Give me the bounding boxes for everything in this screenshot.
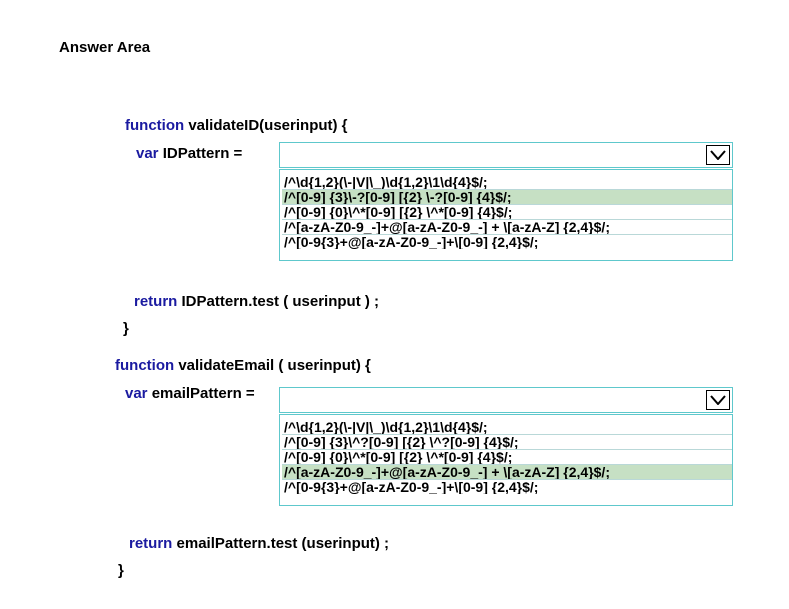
dropdown-option-selected[interactable]: /^[a-zA-Z0-9_-]+@[a-zA-Z0-9_-] + \[a-zA-…: [282, 465, 732, 480]
function-signature: validateID(userinput) {: [184, 117, 348, 134]
dropdown-option[interactable]: /^[0-9{3}+@[a-zA-Z0-9_-]+\[0-9] {2,4}$/;: [284, 480, 539, 494]
answer-area-heading: Answer Area: [59, 39, 151, 56]
return-statement: return IDPattern.test ( userinput ) ;: [134, 293, 379, 310]
id-pattern-options: /^\d{1,2}(\-|V|\_)\d{1,2}\1\d{4}$/; /^[0…: [279, 169, 733, 261]
dropdown-option[interactable]: /^[0-9] {0}\^*[0-9] [{2} \^*[0-9] {4}$/;: [282, 205, 732, 220]
function-signature: validateEmail ( userinput) {: [174, 357, 371, 374]
dropdown-button[interactable]: [706, 145, 730, 165]
return-expression: emailPattern.test (userinput) ;: [172, 535, 390, 552]
closing-brace: }: [118, 562, 124, 579]
return-keyword: return: [129, 535, 173, 552]
dropdown-option[interactable]: /^\d{1,2}(\-|V|\_)\d{1,2}\1\d{4}$/;: [282, 175, 732, 190]
chevron-down-icon: [710, 395, 726, 405]
dropdown-option-selected[interactable]: /^[0-9] {3}\-?[0-9] [{2} \-?[0-9] {4}$/;: [282, 190, 732, 205]
dropdown-option[interactable]: /^[a-zA-Z0-9_-]+@[a-zA-Z0-9_-] + \[a-zA-…: [282, 220, 732, 235]
function-declaration: function validateID(userinput) {: [125, 117, 348, 134]
chevron-down-icon: [710, 150, 726, 160]
var-declaration: var emailPattern =: [125, 385, 255, 402]
var-name: emailPattern =: [147, 385, 255, 402]
dropdown-option[interactable]: /^[0-9] {3}\^?[0-9] [{2} \^?[0-9] {4}$/;: [282, 435, 732, 450]
email-pattern-dropdown[interactable]: [279, 387, 733, 413]
var-name: IDPattern =: [158, 145, 243, 162]
id-pattern-dropdown[interactable]: [279, 142, 733, 168]
dropdown-option[interactable]: /^[0-9{3}+@[a-zA-Z0-9_-]+\[0-9] {2,4}$/;: [284, 235, 539, 249]
function-keyword: function: [125, 117, 185, 134]
return-statement: return emailPattern.test (userinput) ;: [129, 535, 389, 552]
dropdown-button[interactable]: [706, 390, 730, 410]
function-declaration: function validateEmail ( userinput) {: [115, 357, 371, 374]
dropdown-option[interactable]: /^\d{1,2}(\-|V|\_)\d{1,2}\1\d{4}$/;: [282, 420, 732, 435]
var-keyword: var: [125, 385, 148, 402]
var-keyword: var: [136, 145, 159, 162]
dropdown-option[interactable]: /^[0-9] {0}\^*[0-9] [{2} \^*[0-9] {4}$/;: [282, 450, 732, 465]
var-declaration: var IDPattern =: [136, 145, 242, 162]
function-keyword: function: [115, 357, 175, 374]
email-pattern-options: /^\d{1,2}(\-|V|\_)\d{1,2}\1\d{4}$/; /^[0…: [279, 414, 733, 506]
return-keyword: return: [134, 293, 178, 310]
return-expression: IDPattern.test ( userinput ) ;: [177, 293, 380, 310]
closing-brace: }: [123, 320, 129, 337]
